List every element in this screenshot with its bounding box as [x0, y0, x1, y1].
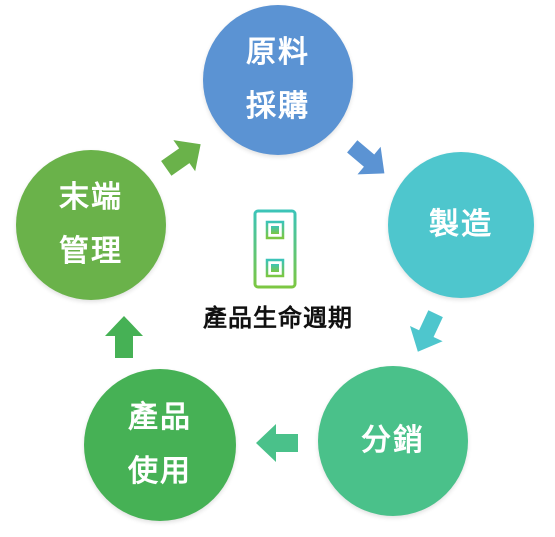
stage-end-of-life-management: 末端 管理: [16, 150, 166, 300]
stage-label-line1: 產品: [128, 400, 192, 435]
arrow-use-to-eol-shape: [105, 316, 143, 358]
arrow-mfg-to-dist-shape: [409, 310, 443, 352]
stage-distribution: 分銷: [318, 366, 468, 516]
arrow-dist-to-use-shape: [256, 424, 298, 462]
arrow-use-to-eol: [105, 316, 143, 358]
arrow-raw-to-mfg-shape: [347, 140, 385, 175]
center-title: 產品生命週期: [203, 304, 353, 332]
arrow-mfg-to-dist: [409, 310, 443, 352]
arrow-raw-to-mfg: [347, 140, 385, 175]
stage-label-line2: 採購: [246, 89, 310, 124]
stage-product-use: 產品 使用: [84, 369, 236, 521]
circuit-chip-icon: [253, 209, 297, 289]
stage-label-line1: 末端: [59, 180, 123, 215]
stage-label-line2: 管理: [59, 234, 123, 269]
stage-label-line1: 製造: [429, 207, 493, 242]
stage-label-line1: 分銷: [361, 423, 425, 458]
arrow-eol-to-raw-shape: [161, 140, 201, 176]
stage-raw-material-procurement: 原料 採購: [203, 5, 353, 155]
arrow-dist-to-use: [256, 424, 298, 462]
stage-label-line1: 原料: [246, 35, 310, 70]
stage-manufacturing: 製造: [388, 152, 534, 298]
stage-label-line2: 使用: [128, 454, 192, 489]
arrow-eol-to-raw: [161, 140, 201, 176]
